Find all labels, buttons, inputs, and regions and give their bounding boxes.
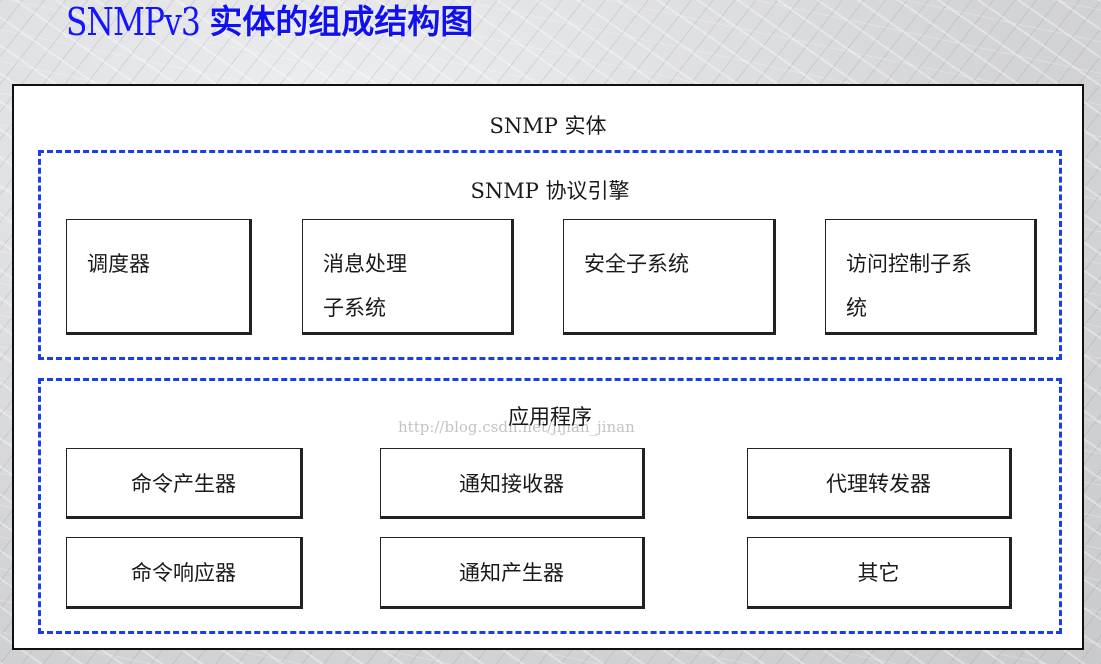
security-subsystem-line1: 安全子系统: [584, 252, 689, 276]
other-applications-box: 其它: [747, 537, 1012, 609]
message-processing-line1: 消息处理: [323, 252, 407, 276]
protocol-engine-group: SNMP 协议引擎 调度器 消息处理 子系统 安全子系统 访问控制子系 统: [38, 150, 1062, 360]
dispatcher-box: 调度器: [66, 219, 252, 335]
protocol-engine-label: SNMP 协议引擎: [470, 179, 630, 203]
command-generator-box: 命令产生器: [66, 448, 303, 519]
access-control-line1: 访问控制子系: [846, 252, 972, 276]
access-control-box: 访问控制子系 统: [825, 219, 1037, 335]
dispatcher-line1: 调度器: [87, 252, 150, 276]
watermark: http://blog.csdn.net/jijian_jinan: [398, 418, 635, 436]
security-subsystem-box: 安全子系统: [563, 219, 776, 335]
command-responder-box: 命令响应器: [66, 537, 303, 609]
title-latin: SNMPv3: [66, 0, 201, 44]
applications-group: 应用程序 命令产生器 通知接收器 代理转发器 命令响应器 通知产生器 其它: [38, 378, 1062, 634]
applications-label: 应用程序: [508, 405, 592, 429]
message-processing-line2: 子系统: [323, 296, 386, 320]
notification-originator-box: 通知产生器: [380, 537, 645, 609]
message-processing-box: 消息处理 子系统: [302, 219, 514, 335]
snmp-entity-label: SNMP 实体: [489, 114, 607, 138]
title-cjk: 实体的组成结构图: [209, 2, 474, 41]
notification-receiver-box: 通知接收器: [380, 448, 645, 519]
proxy-forwarder-box: 代理转发器: [747, 448, 1012, 519]
snmp-entity-frame: SNMP 实体 SNMP 协议引擎 调度器 消息处理 子系统 安全子系统 访问控…: [12, 84, 1084, 650]
access-control-line2: 统: [846, 296, 867, 320]
